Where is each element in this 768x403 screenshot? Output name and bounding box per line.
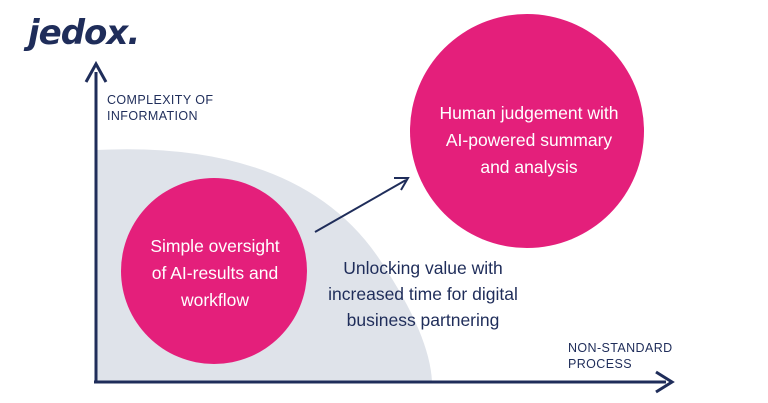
- x-axis-arrowhead: [655, 370, 675, 394]
- large-circle-line-1: Human judgement with: [439, 103, 619, 123]
- small-circle: [121, 178, 307, 364]
- x-axis-label-line-2: PROCESS: [568, 357, 632, 371]
- large-circle-text: Human judgement with AI-powered summary …: [413, 100, 645, 181]
- center-caption: Unlocking value with increased time for …: [302, 255, 544, 333]
- y-axis-label-line-2: INFORMATION: [107, 109, 198, 123]
- x-axis-label: NON-STANDARD PROCESS: [568, 340, 678, 372]
- progress-arrow: [314, 179, 407, 233]
- y-axis-label-line-1: COMPLEXITY OF: [107, 93, 214, 107]
- center-caption-line-1: Unlocking value with: [343, 258, 503, 278]
- y-axis-label: COMPLEXITY OF INFORMATION: [107, 92, 213, 124]
- large-circle-line-2: AI-powered summary: [445, 130, 613, 150]
- jedox-logo: jedox.: [28, 13, 140, 53]
- x-axis-label-line-1: NON-STANDARD: [568, 341, 673, 355]
- center-caption-line-3: business partnering: [346, 310, 500, 330]
- large-circle: [410, 14, 644, 248]
- small-circle-text: Simple oversight of AI-results and workf…: [127, 233, 303, 314]
- y-axis-arrowhead: [84, 60, 108, 83]
- logo-text: jedox.: [28, 13, 140, 53]
- small-circle-line-1: Simple oversight: [150, 236, 280, 256]
- center-caption-line-2: increased time for digital: [328, 284, 518, 304]
- small-circle-line-3: workflow: [180, 290, 250, 310]
- progress-arrowhead: [394, 177, 410, 191]
- small-circle-line-2: of AI-results and: [151, 263, 279, 283]
- large-circle-line-3: and analysis: [480, 157, 578, 177]
